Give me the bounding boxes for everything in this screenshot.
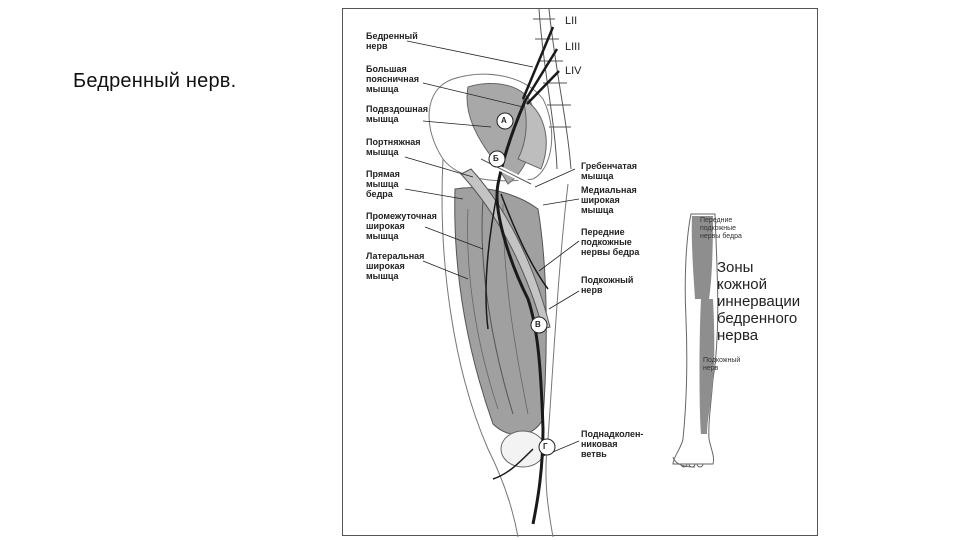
label-femoral-nerve: Бедренный нерв bbox=[366, 31, 418, 51]
pelvis-outline bbox=[428, 73, 553, 182]
iliac-muscle bbox=[517, 98, 547, 170]
patella bbox=[500, 430, 546, 468]
nerve-branches bbox=[485, 188, 549, 480]
marker-circles bbox=[488, 112, 556, 456]
label-psoas-major: Большая поясничная мышца bbox=[366, 64, 419, 94]
label-anterior-cutaneous-nerves: Передние подкожные нервы бедра bbox=[581, 227, 640, 257]
zone-title: Зоны кожной иннервации бедренного нерва bbox=[717, 259, 801, 344]
marker-g: Г bbox=[543, 442, 548, 451]
slide-title: Бедренный нерв. bbox=[73, 70, 237, 92]
label-vastus-intermedius: Промежуточная широкая мышца bbox=[366, 211, 437, 241]
zone-saphenous bbox=[699, 299, 715, 434]
label-sartorius: Портняжная мышца bbox=[366, 137, 421, 157]
vertebra-label: LII bbox=[565, 15, 578, 27]
marker-a: А bbox=[501, 116, 507, 125]
label-infrapatellar-branch: Поднадколен- никовая ветвь bbox=[581, 429, 644, 459]
label-rectus-femoris: Прямая мышца бедра bbox=[366, 169, 400, 199]
vertebra-label: LIV bbox=[565, 65, 582, 77]
label-vastus-medialis: Медиальная широкая мышца bbox=[581, 185, 637, 215]
label-vastus-lateralis: Латеральная широкая мышца bbox=[366, 251, 425, 281]
nerve-roots bbox=[521, 26, 560, 105]
zone-label-anterior: Передние подкожные нервы бедра bbox=[700, 217, 742, 240]
thigh-outline bbox=[441, 158, 569, 537]
diagram-frame: LII LIII LIV Бедренный нерв Большая пояс… bbox=[342, 8, 818, 537]
label-iliacus: Подвздошная мышца bbox=[366, 104, 428, 124]
marker-b: Б bbox=[493, 154, 499, 163]
leg-silhouette bbox=[672, 213, 719, 465]
zone-anterior-cutaneous bbox=[691, 216, 713, 299]
label-saphenous-nerve: Подкожный нерв bbox=[581, 275, 634, 295]
label-pectineus: Гребенчатая мышца bbox=[581, 161, 638, 181]
leader-lines bbox=[404, 40, 580, 458]
vertebra-label: LIII bbox=[565, 41, 581, 53]
zone-label-saphenous: Подкожный нерв bbox=[703, 357, 741, 372]
femoral-nerve-illustration bbox=[404, 9, 719, 537]
femoral-nerve bbox=[495, 100, 545, 525]
foot-toes bbox=[672, 456, 704, 468]
rectus-femoris bbox=[481, 198, 514, 415]
marker-v: В bbox=[535, 320, 541, 329]
